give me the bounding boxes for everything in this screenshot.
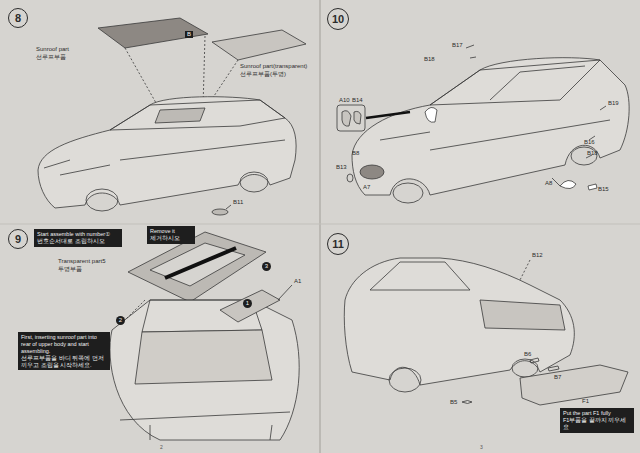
part-label: Sunroof part(transparent)	[240, 63, 307, 70]
part-label: B15	[598, 186, 609, 193]
note-text: 선루프부품을 바디 뒤쪽에 먼저 끼우고 조립을 시작하세요.	[21, 355, 107, 369]
part-label: A1	[294, 278, 301, 285]
note-box: First, inserting sunroof part into rear …	[18, 332, 110, 370]
part-label: B14	[352, 97, 363, 104]
part-label: A7	[363, 184, 370, 191]
part-label: Transparent part5	[58, 258, 105, 265]
part-label: B	[185, 31, 193, 38]
note-text: 제거하시오	[150, 235, 192, 242]
part-label: 투명부품	[58, 266, 82, 273]
part-label: B11	[233, 199, 243, 206]
note-text: F1부품을 끝까지 끼우세요	[563, 417, 631, 431]
step-number: 9	[8, 229, 28, 249]
part-label: B13	[336, 164, 347, 171]
step-number: 10	[327, 8, 349, 30]
note-text: 번호순서대로 조립하시오	[37, 238, 119, 245]
step-label: 8	[15, 12, 21, 24]
step-number: 11	[327, 233, 349, 255]
page-number: 3	[480, 445, 483, 451]
part-label: B12	[532, 252, 543, 259]
part-label: B18	[587, 150, 598, 157]
note-text: Start assemble with number①	[37, 231, 119, 238]
callout-number: 3	[262, 262, 271, 271]
note-box: Start assemble with number①번호순서대로 조립하시오	[34, 229, 122, 247]
part-label: B5	[450, 399, 457, 406]
part-label: 선루프부품(투명)	[240, 71, 286, 78]
note-text: Put the part F1 fully	[563, 410, 631, 417]
callout-number: 1	[243, 299, 252, 308]
step-label: 11	[332, 238, 344, 250]
step-number: 8	[8, 8, 28, 28]
step-label: 9	[15, 233, 21, 245]
page-number: 2	[160, 445, 163, 451]
step-label: 10	[332, 13, 344, 25]
callout-number: 2	[116, 316, 125, 325]
note-box: Remove it제거하시오	[147, 226, 195, 244]
note-box: Put the part F1 fullyF1부품을 끝까지 끼우세요	[560, 408, 634, 433]
part-label: F1	[582, 398, 589, 405]
part-label: A8	[545, 180, 552, 187]
part-label: B16	[584, 139, 595, 146]
part-label: B19	[608, 100, 619, 107]
part-label: B6	[524, 351, 531, 358]
part-label: A10	[339, 97, 350, 104]
part-label: B8	[352, 150, 359, 157]
note-text: Remove it	[150, 228, 192, 235]
part-label: B18	[424, 56, 435, 63]
part-label: B17	[452, 42, 463, 49]
part-label: 선루프부품	[36, 54, 66, 61]
note-text: First, inserting sunroof part into rear …	[21, 334, 107, 355]
part-label: Sunroof part	[36, 46, 69, 53]
part-label: B7	[554, 374, 561, 381]
